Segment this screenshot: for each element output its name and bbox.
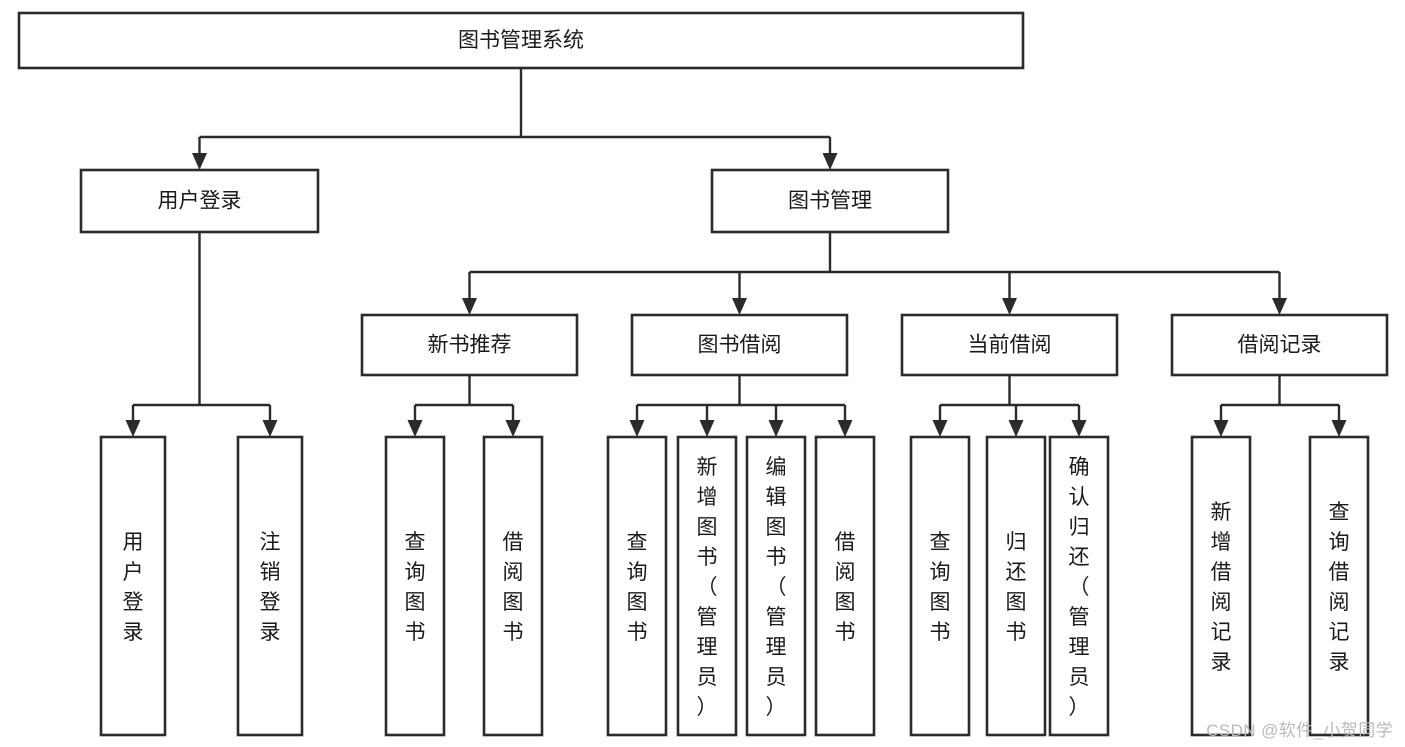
node-leaf-leaf-return-book[interactable]: 归还图书 (985, 435, 1047, 737)
node-l2-user-login[interactable]: 用户登录 (79, 168, 320, 234)
node-label: 借阅记录 (1238, 334, 1322, 357)
node-leaf-leaf-add-record[interactable]: 新增借阅记录 (1190, 435, 1252, 737)
node-label: 确认归还（管理员） (1069, 456, 1090, 719)
node-box[interactable] (1048, 435, 1110, 737)
node-box[interactable] (236, 435, 304, 737)
node-label: 图书管理系统 (458, 29, 584, 52)
arrow-head-icon (407, 420, 423, 437)
node-l3-book-borrow[interactable]: 图书借阅 (630, 313, 849, 377)
arrow-head-icon (822, 153, 838, 170)
arrow-head-icon (1272, 298, 1287, 315)
arrow-head-icon (505, 420, 521, 437)
arrow-head-icon (1331, 420, 1347, 437)
node-label: 新增借阅记录 (1211, 501, 1232, 674)
node-l3-current-borrow[interactable]: 当前借阅 (900, 313, 1119, 377)
node-label: 查询图书 (930, 531, 951, 644)
node-label: 新增图书（管理员） (697, 456, 718, 719)
node-box[interactable] (909, 435, 971, 737)
node-leaf-leaf-logout[interactable]: 注销登录 (236, 435, 304, 737)
arrow-head-icon (125, 420, 141, 437)
node-box[interactable] (985, 435, 1047, 737)
node-box[interactable] (360, 313, 579, 377)
node-leaf-leaf-user-login[interactable]: 用户登录 (99, 435, 167, 737)
node-leaf-leaf-edit-book[interactable]: 编辑图书（管理员） (745, 435, 807, 737)
arrow-head-icon (262, 420, 278, 437)
node-label: 图书借阅 (698, 334, 782, 357)
node-leaf-leaf-borrow-book-1[interactable]: 借阅图书 (482, 435, 544, 737)
node-label: 用户登录 (158, 190, 242, 213)
node-box[interactable] (1170, 313, 1389, 377)
node-leaf-leaf-query-record[interactable]: 查询借阅记录 (1308, 435, 1370, 737)
node-box[interactable] (1190, 435, 1252, 737)
node-label: 图书管理 (788, 190, 872, 213)
node-leaf-leaf-add-book[interactable]: 新增图书（管理员） (676, 435, 738, 737)
node-label: 查询借阅记录 (1329, 501, 1350, 674)
arrow-head-icon (932, 420, 948, 437)
node-box[interactable] (814, 435, 876, 737)
node-label: 当前借阅 (968, 334, 1052, 357)
node-label: 新书推荐 (428, 334, 512, 357)
node-label: 借阅图书 (835, 531, 856, 644)
node-l3-borrow-record[interactable]: 借阅记录 (1170, 313, 1389, 377)
node-box[interactable] (745, 435, 807, 737)
node-label: 查询图书 (405, 531, 426, 644)
node-leaf-leaf-query-book-3[interactable]: 查询图书 (909, 435, 971, 737)
arrow-head-icon (768, 420, 784, 437)
node-leaf-leaf-confirm-return[interactable]: 确认归还（管理员） (1048, 435, 1110, 737)
node-label: 归还图书 (1006, 531, 1027, 644)
node-box[interactable] (79, 168, 320, 234)
node-l2-book-management[interactable]: 图书管理 (710, 168, 950, 234)
node-label: 借阅图书 (503, 531, 524, 644)
node-leaf-leaf-query-book-2[interactable]: 查询图书 (606, 435, 668, 737)
node-box[interactable] (900, 313, 1119, 377)
node-label: 注销登录 (260, 531, 281, 644)
node-label: 用户登录 (123, 531, 144, 644)
node-box[interactable] (630, 313, 849, 377)
node-box[interactable] (676, 435, 738, 737)
node-box[interactable] (17, 11, 1025, 70)
node-box[interactable] (710, 168, 950, 234)
connectors-layer (125, 68, 1347, 437)
node-label: 查询图书 (627, 531, 648, 644)
arrow-head-icon (192, 153, 207, 170)
arrow-head-icon (462, 298, 477, 315)
node-box[interactable] (606, 435, 668, 737)
arrow-head-icon (732, 298, 747, 315)
arrow-head-icon (1213, 420, 1229, 437)
node-root-图书管理系统[interactable]: 图书管理系统 (17, 11, 1025, 70)
node-leaf-leaf-query-book-1[interactable]: 查询图书 (384, 435, 446, 737)
node-box[interactable] (99, 435, 167, 737)
arrow-head-icon (1008, 420, 1024, 437)
arrow-head-icon (699, 420, 715, 437)
csdn-watermark: CSDN @软件_小贺同学 (1206, 721, 1393, 740)
node-box[interactable] (482, 435, 544, 737)
arrow-head-icon (837, 420, 853, 437)
node-box[interactable] (384, 435, 446, 737)
arrow-head-icon (1002, 298, 1017, 315)
node-box[interactable] (1308, 435, 1370, 737)
arrow-head-icon (629, 420, 645, 437)
node-label: 编辑图书（管理员） (766, 456, 787, 719)
node-l3-new-book-recommend[interactable]: 新书推荐 (360, 313, 579, 377)
node-leaf-leaf-borrow-book-2[interactable]: 借阅图书 (814, 435, 876, 737)
arrow-head-icon (1071, 420, 1087, 437)
nodes-layer: 图书管理系统用户登录图书管理新书推荐图书借阅当前借阅借阅记录用户登录注销登录查询… (17, 11, 1389, 737)
